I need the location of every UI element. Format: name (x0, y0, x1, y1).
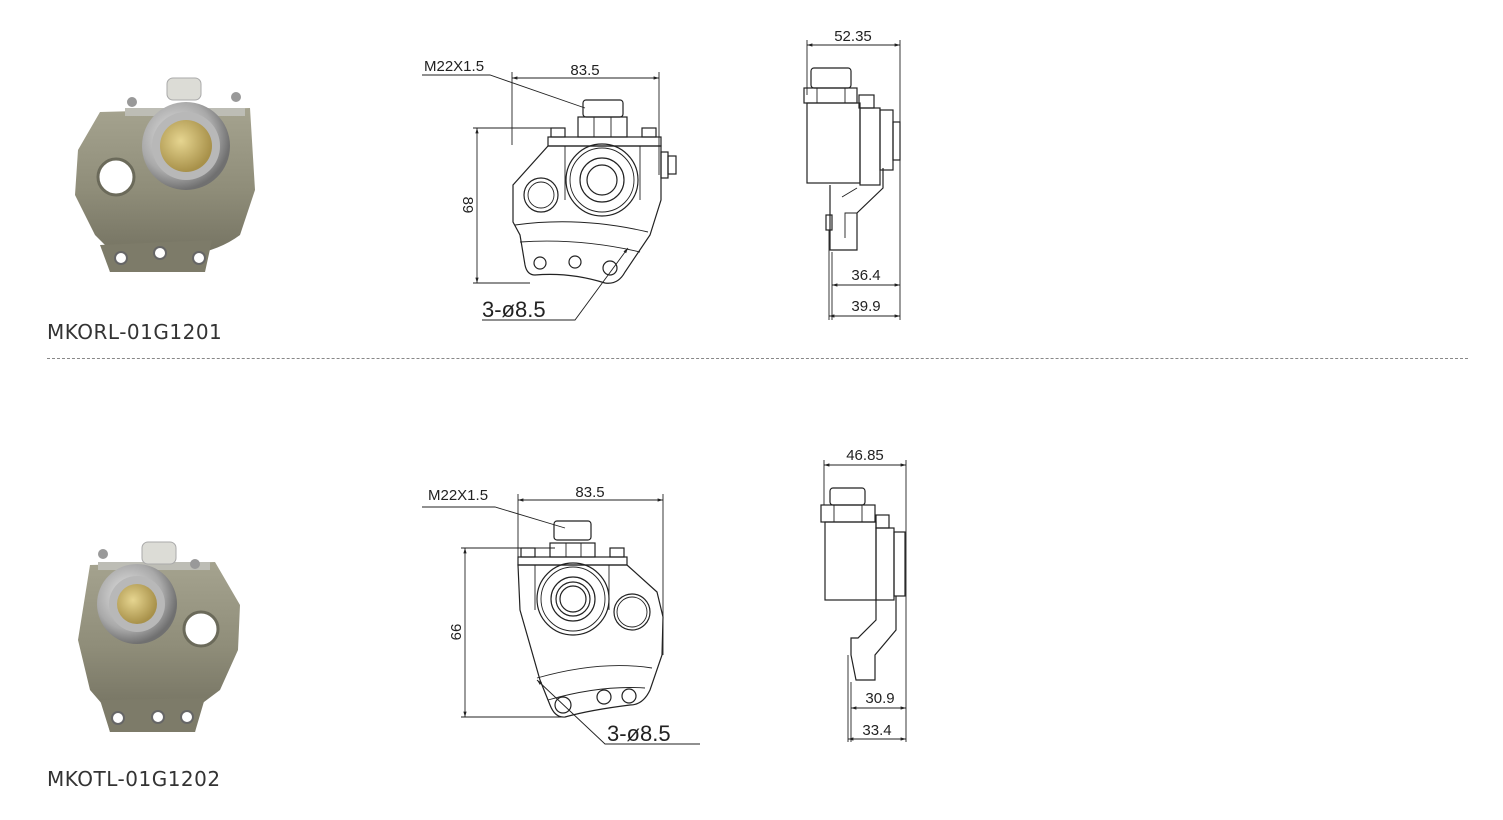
thread-callout: M22X1.5 (428, 487, 488, 504)
depth-top-dimension: 52.35 (834, 28, 872, 45)
product-model-label-1: MKORL-01G1201 (47, 320, 223, 344)
height-dimension: 99 (447, 624, 464, 641)
side-view-drawing-1: 52.35 36.4 39.9 (803, 28, 901, 320)
height-dimension: 89 (459, 197, 476, 214)
holes-callout: 3-ø8.5 (607, 721, 671, 746)
depth-bottom-dimension: 33.4 (862, 722, 891, 739)
width-dimension: 83.5 (575, 484, 604, 501)
product-photo-1 (75, 77, 255, 272)
depth-mid-dimension: 36.4 (851, 267, 880, 284)
holes-callout: 3-ø8.5 (482, 297, 546, 322)
product-photo-2 (78, 541, 240, 732)
side-view-drawing-2: 46.85 30.9 33.4 (820, 447, 907, 742)
section-separator (47, 358, 1468, 359)
depth-bottom-dimension: 39.9 (851, 298, 880, 315)
product-model-label-2: MKOTL-01G1202 (47, 767, 221, 791)
front-view-drawing-1: 83.5 M22X1.5 89 3-ø8.5 (422, 58, 677, 322)
width-dimension: 83.5 (570, 62, 599, 79)
depth-top-dimension: 46.85 (846, 447, 884, 464)
thread-callout: M22X1.5 (424, 58, 484, 75)
depth-mid-dimension: 30.9 (865, 690, 894, 707)
front-view-drawing-2: 83.5 M22X1.5 99 3-ø8.5 (422, 484, 700, 746)
